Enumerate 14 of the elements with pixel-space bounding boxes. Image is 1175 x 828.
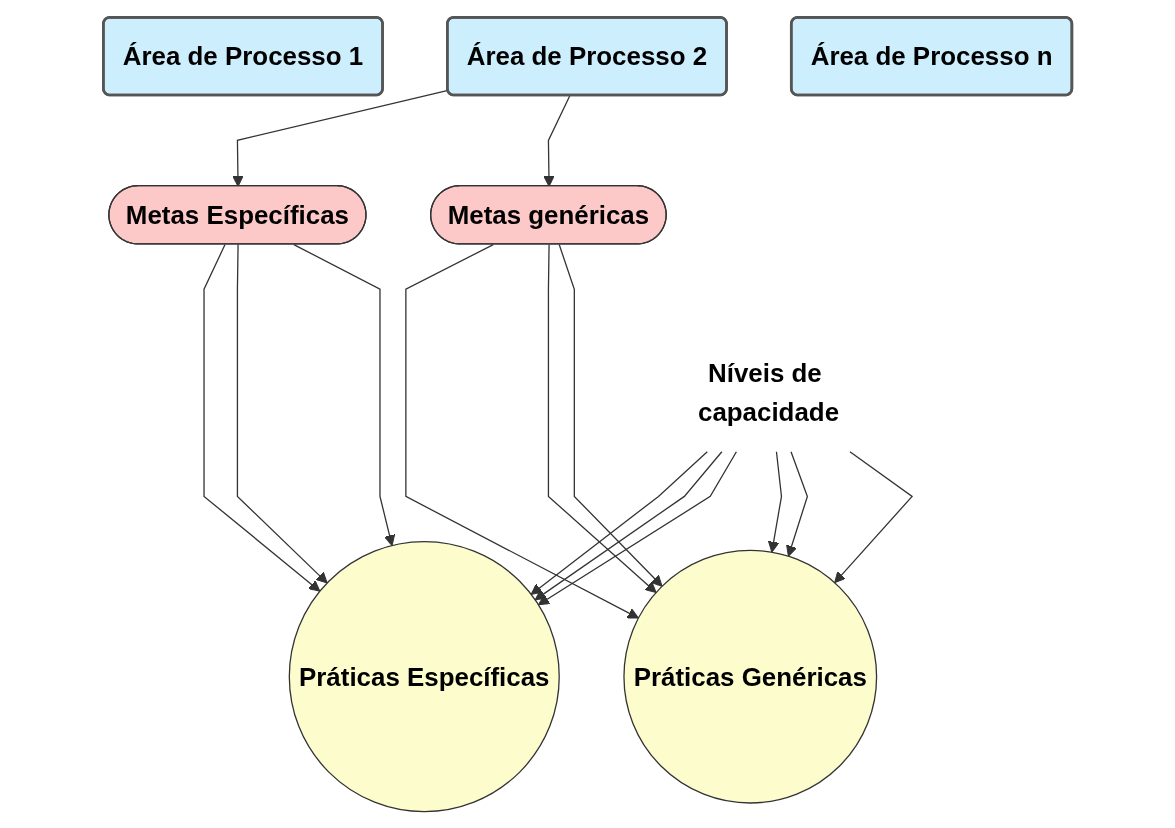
arrow	[405, 243, 639, 619]
arrow	[785, 450, 808, 557]
node-circle: Práticas Genéricas	[623, 549, 878, 804]
arrow	[543, 94, 571, 187]
arrow	[558, 243, 663, 587]
arrow	[547, 243, 657, 593]
node-circle: Práticas Específicas	[288, 540, 560, 812]
arrow	[293, 243, 395, 546]
arrow	[236, 243, 328, 583]
arrow	[232, 89, 449, 187]
arrow	[203, 243, 321, 592]
node-text: Níveis de capacidade	[697, 358, 839, 426]
arrow	[834, 450, 913, 583]
arrow	[767, 450, 782, 553]
